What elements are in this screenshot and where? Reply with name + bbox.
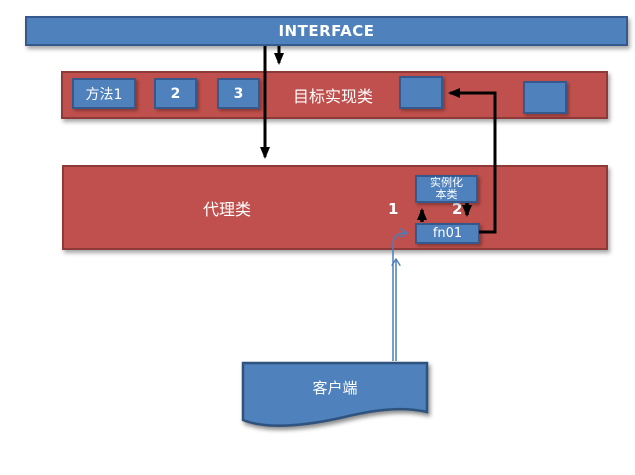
method1-label: 方法1 xyxy=(85,86,123,103)
proxy-class-bar xyxy=(62,165,608,250)
method3-label: 3 xyxy=(233,85,244,102)
arrow-client-to-fn01 xyxy=(392,233,407,361)
fn01-label: fn01 xyxy=(432,226,463,241)
fn01-box: fn01 xyxy=(415,223,480,244)
client-document-shape xyxy=(241,361,429,427)
target-class-label: 目标实现类 xyxy=(292,87,373,106)
client-label: 客户端 xyxy=(312,379,357,397)
instantiate-box: 实例化 本类 xyxy=(415,175,478,203)
client-shape: 客户端 xyxy=(241,361,429,427)
method1-box: 方法1 xyxy=(72,78,136,109)
instantiate-line2: 本类 xyxy=(435,188,458,201)
interface-label: INTERFACE xyxy=(278,22,375,40)
method3-box: 3 xyxy=(217,78,260,109)
target-callee-box xyxy=(399,76,443,109)
target-class-bar xyxy=(61,71,608,119)
proxy-class-label: 代理类 xyxy=(202,199,251,219)
interface-bar: INTERFACE xyxy=(25,16,628,46)
method2-box: 2 xyxy=(154,78,197,109)
step1-label: 1 xyxy=(388,200,399,218)
method2-label: 2 xyxy=(170,85,181,102)
target-extra-box xyxy=(523,81,567,114)
